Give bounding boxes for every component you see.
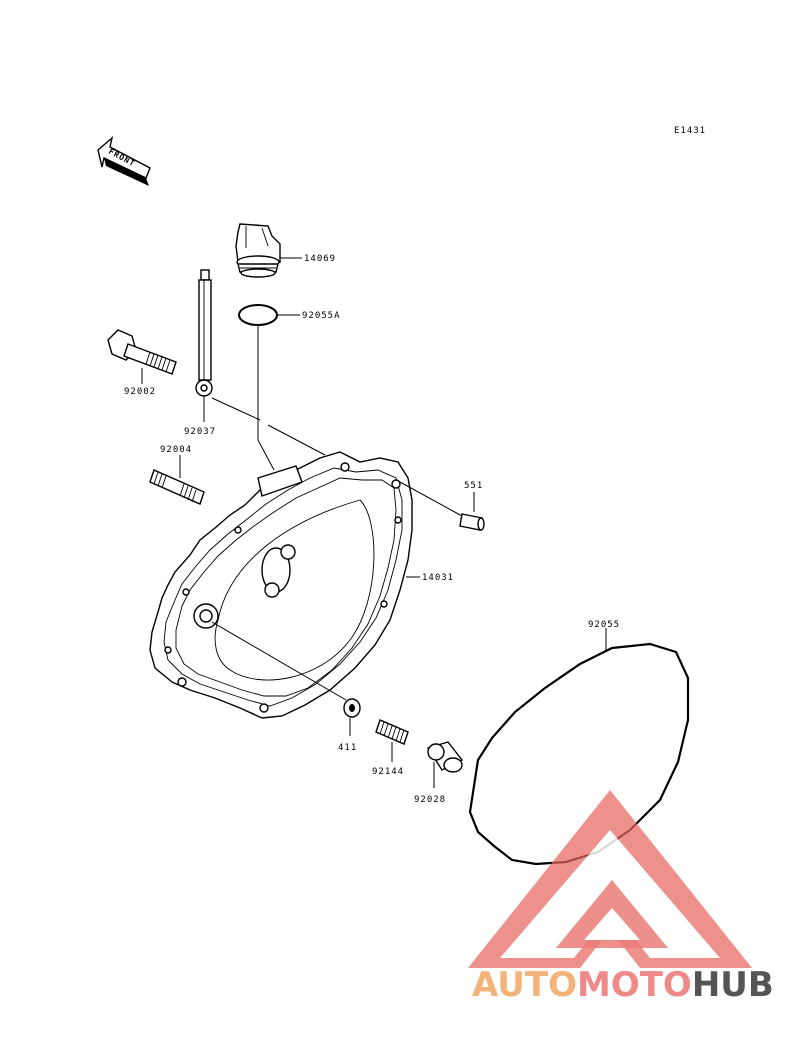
install-line-dipstick-2 <box>267 424 326 456</box>
install-line-dowel <box>399 481 463 517</box>
label-92002: 92002 <box>124 387 156 397</box>
washer <box>343 698 361 718</box>
label-14031: 14031 <box>422 573 454 583</box>
dipstick <box>195 269 213 397</box>
flange-bolt <box>107 329 177 375</box>
label-92144: 92144 <box>372 767 404 777</box>
dowel-pin <box>459 513 485 531</box>
watermark-logo-icon <box>468 790 752 968</box>
cover-gasket <box>468 642 690 866</box>
diagram-id: E1431 <box>674 126 706 136</box>
front-arrow-icon: FRONT <box>97 136 151 186</box>
install-line-washer <box>211 621 347 701</box>
stud-bolt <box>149 469 205 505</box>
label-92028: 92028 <box>414 795 446 805</box>
watermark-part-auto: AUTO <box>472 965 577 1005</box>
label-92055: 92055 <box>588 620 620 630</box>
watermark-part-moto: MOTO <box>577 965 692 1005</box>
label-551: 551 <box>464 481 483 491</box>
watermark-part-hub: HUB <box>692 965 774 1005</box>
collar <box>426 741 464 773</box>
label-92055A: 92055A <box>302 311 341 321</box>
o-ring-small <box>238 304 278 326</box>
label-411: 411 <box>338 743 357 753</box>
oil-filler-cap <box>235 223 281 278</box>
install-line-dipstick <box>211 397 261 421</box>
label-92037: 92037 <box>184 427 216 437</box>
install-line-filler <box>257 326 275 471</box>
spring <box>375 719 409 745</box>
watermark-text: AUTOMOTOHUB <box>472 965 774 1005</box>
label-14069: 14069 <box>304 254 336 264</box>
clutch-cover <box>149 451 413 719</box>
label-92004: 92004 <box>160 445 192 455</box>
